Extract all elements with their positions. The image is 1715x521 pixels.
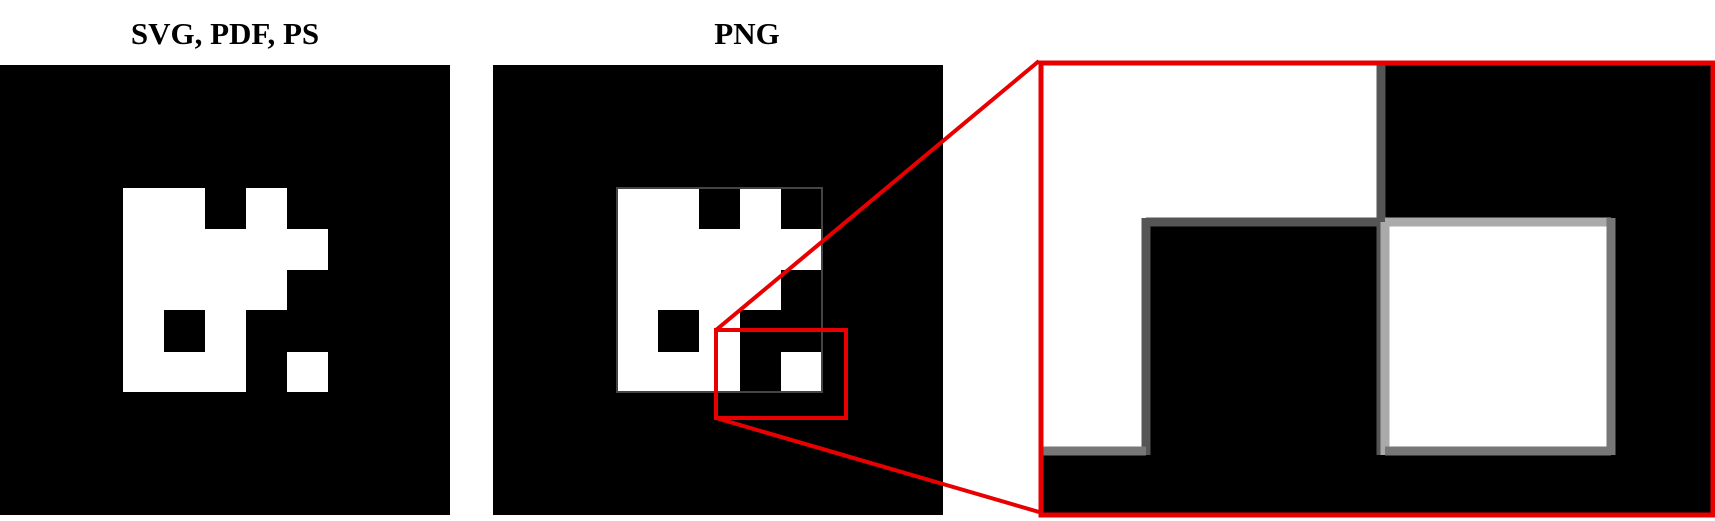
zoom-connector-top [714, 59, 1041, 332]
vector-marker-cell [287, 352, 328, 392]
png-panel [493, 65, 943, 515]
vector-marker [123, 188, 328, 392]
png-marker-cell [617, 310, 658, 392]
vector-panel [0, 65, 450, 515]
vector-formats-title: SVG, PDF, PS [130, 16, 320, 51]
zoom-selection-box [714, 328, 848, 420]
png-marker-cell [781, 352, 822, 392]
zoom-black-step [1146, 222, 1378, 451]
png-marker-cell [658, 352, 740, 392]
zoom-connector-bottom [715, 416, 1040, 514]
zoom-white-strip [1041, 63, 1378, 222]
png-marker-cell [740, 188, 781, 229]
vector-marker-cell [123, 310, 164, 392]
zoom-panel-frame [1038, 60, 1715, 518]
vector-marker-cell [123, 270, 287, 310]
png-marker [617, 188, 822, 392]
png-title: PNG [714, 16, 780, 51]
vector-marker-cell [205, 310, 246, 352]
zoom-white-square [1385, 222, 1611, 451]
vector-marker-cell [123, 229, 328, 270]
png-blur-edge [616, 187, 823, 393]
zoom-antialias-edges [1041, 63, 1616, 456]
vector-marker-cell [246, 188, 287, 229]
zoom-panel [1038, 60, 1715, 518]
png-marker-cell [617, 229, 822, 270]
png-blur-edges [616, 187, 823, 393]
png-marker-cell [617, 270, 781, 310]
vector-marker-cell [164, 352, 246, 392]
